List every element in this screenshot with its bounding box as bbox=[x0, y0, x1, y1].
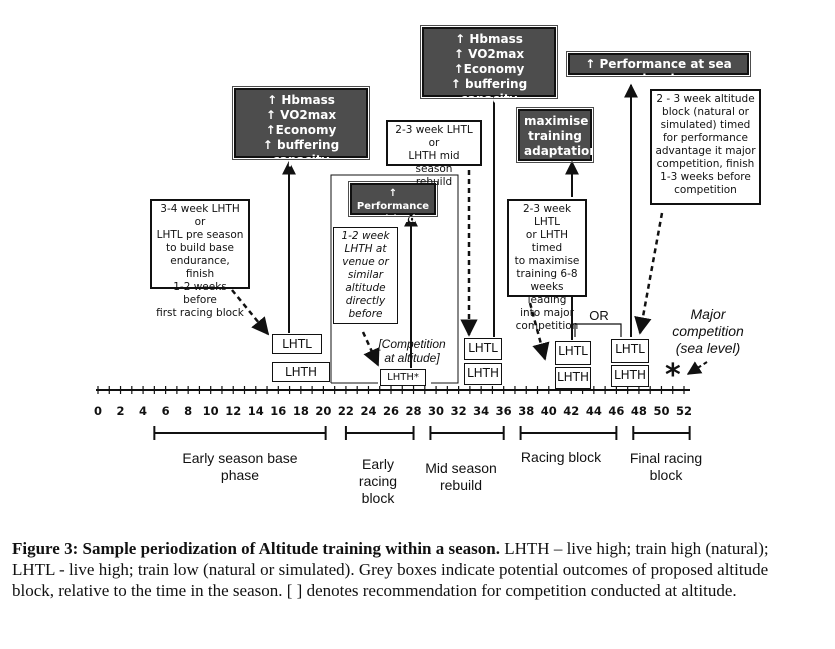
tag-lhth-preseason: LHTH bbox=[272, 362, 330, 382]
outcome-box-midseason: ↑ Hbmass ↑ VO2max ↑Economy ↑ buffering c… bbox=[420, 25, 558, 106]
axis-tick-label: 28 bbox=[405, 404, 422, 418]
note-early-racing: 1-2 week LHTH at venue or similar altitu… bbox=[333, 227, 398, 324]
axis-tick-label: 46 bbox=[608, 404, 625, 418]
axis-tick-label: 34 bbox=[473, 404, 490, 418]
major-competition-star: * bbox=[665, 358, 681, 393]
tag-lhth-midseason: LHTH bbox=[464, 363, 502, 385]
phase-mid-season: Mid season rebuild bbox=[425, 460, 497, 493]
dashed-arrow-note1 bbox=[231, 289, 270, 336]
axis-tick-label: 10 bbox=[202, 404, 219, 418]
dashed-arrow-major-comp bbox=[686, 361, 708, 375]
axis-tick-label: 8 bbox=[184, 404, 193, 418]
tag-lhth-racing: LHTH bbox=[555, 367, 591, 389]
axis-tick-label: 32 bbox=[450, 404, 467, 418]
note-racing: 2-3 week LHTL or LHTH timed to maximise … bbox=[507, 199, 587, 332]
caption-text: LHTH – live high; train high (natural); … bbox=[12, 539, 769, 600]
axis-tick-label: 42 bbox=[563, 404, 580, 418]
outcome-box-performance-altitude: ↑ Performance at altitude bbox=[348, 181, 438, 225]
axis-tick-label: 0 bbox=[93, 404, 102, 418]
early-racing-bracket bbox=[330, 174, 459, 384]
axis-tick-label: 2 bbox=[116, 404, 125, 418]
axis-tick-label: 6 bbox=[161, 404, 170, 418]
or-label: OR bbox=[589, 308, 609, 323]
outcome-box-performance-sea-level: ↑ Performance at sea level bbox=[566, 51, 751, 86]
phase-early-season: Early season base phase bbox=[182, 450, 298, 483]
axis-tick-label: 50 bbox=[653, 404, 670, 418]
axis-tick-label: 38 bbox=[518, 404, 535, 418]
axis-tick-label: 52 bbox=[675, 404, 692, 418]
competition-at-altitude-label: [Competition at altitude] bbox=[378, 337, 446, 365]
figure-caption: Figure 3: Sample periodization of Altitu… bbox=[12, 538, 772, 601]
axis-tick-label: 48 bbox=[630, 404, 647, 418]
axis-tick-label: 16 bbox=[270, 404, 287, 418]
phase-racing: Racing block bbox=[520, 449, 602, 465]
dashed-arrow-note2 bbox=[361, 331, 380, 367]
caption-title: Figure 3: Sample periodization of Altitu… bbox=[12, 539, 500, 558]
tag-lhth-star: LHTH* bbox=[380, 369, 426, 386]
axis-tick-label: 18 bbox=[292, 404, 309, 418]
axis-tick-label: 44 bbox=[585, 404, 602, 418]
axis-tick-label: 36 bbox=[495, 404, 512, 418]
axis-tick-label: 24 bbox=[360, 404, 377, 418]
or-bracket bbox=[574, 323, 622, 337]
connector-lines bbox=[96, 78, 708, 440]
major-competition-label: Major competition (sea level) bbox=[672, 306, 744, 356]
phase-final: Final racing block bbox=[629, 450, 703, 483]
axis-tick-label: 12 bbox=[225, 404, 242, 418]
tag-lhtl-preseason: LHTL bbox=[272, 334, 322, 354]
axis-tick-label: 22 bbox=[337, 404, 354, 418]
note-final: 2 - 3 week altitude block (natural or si… bbox=[650, 89, 761, 205]
note-preseason: 3-4 week LHTH or LHTL pre season to buil… bbox=[150, 199, 250, 319]
note-midseason: 2-3 week LHTL or LHTH mid season rebuild bbox=[386, 120, 482, 188]
outcome-box-maximise: maximise training adaptations bbox=[516, 107, 605, 163]
axis-tick-label: 14 bbox=[247, 404, 264, 418]
axis-tick-label: 40 bbox=[540, 404, 557, 418]
phase-early-racing: Early racing block bbox=[358, 456, 398, 506]
axis-tick-label: 30 bbox=[428, 404, 445, 418]
axis-tick-label: 26 bbox=[382, 404, 399, 418]
tag-lhtl-final: LHTL bbox=[611, 339, 649, 363]
axis-tick-label: 4 bbox=[139, 404, 148, 418]
axis-tick-label: 20 bbox=[315, 404, 332, 418]
tag-lhth-final: LHTH bbox=[611, 365, 649, 387]
outcome-box-preseason: ↑ Hbmass ↑ VO2max ↑Economy ↑ buffering c… bbox=[232, 86, 370, 167]
axis-ticks bbox=[97, 386, 685, 394]
phase-brackets bbox=[153, 426, 691, 440]
dashed-arrow-note5 bbox=[634, 212, 664, 335]
tag-lhtl-racing: LHTL bbox=[555, 341, 591, 365]
dashed-arrow-note4 bbox=[528, 302, 550, 361]
tag-lhtl-midseason: LHTL bbox=[464, 338, 502, 360]
